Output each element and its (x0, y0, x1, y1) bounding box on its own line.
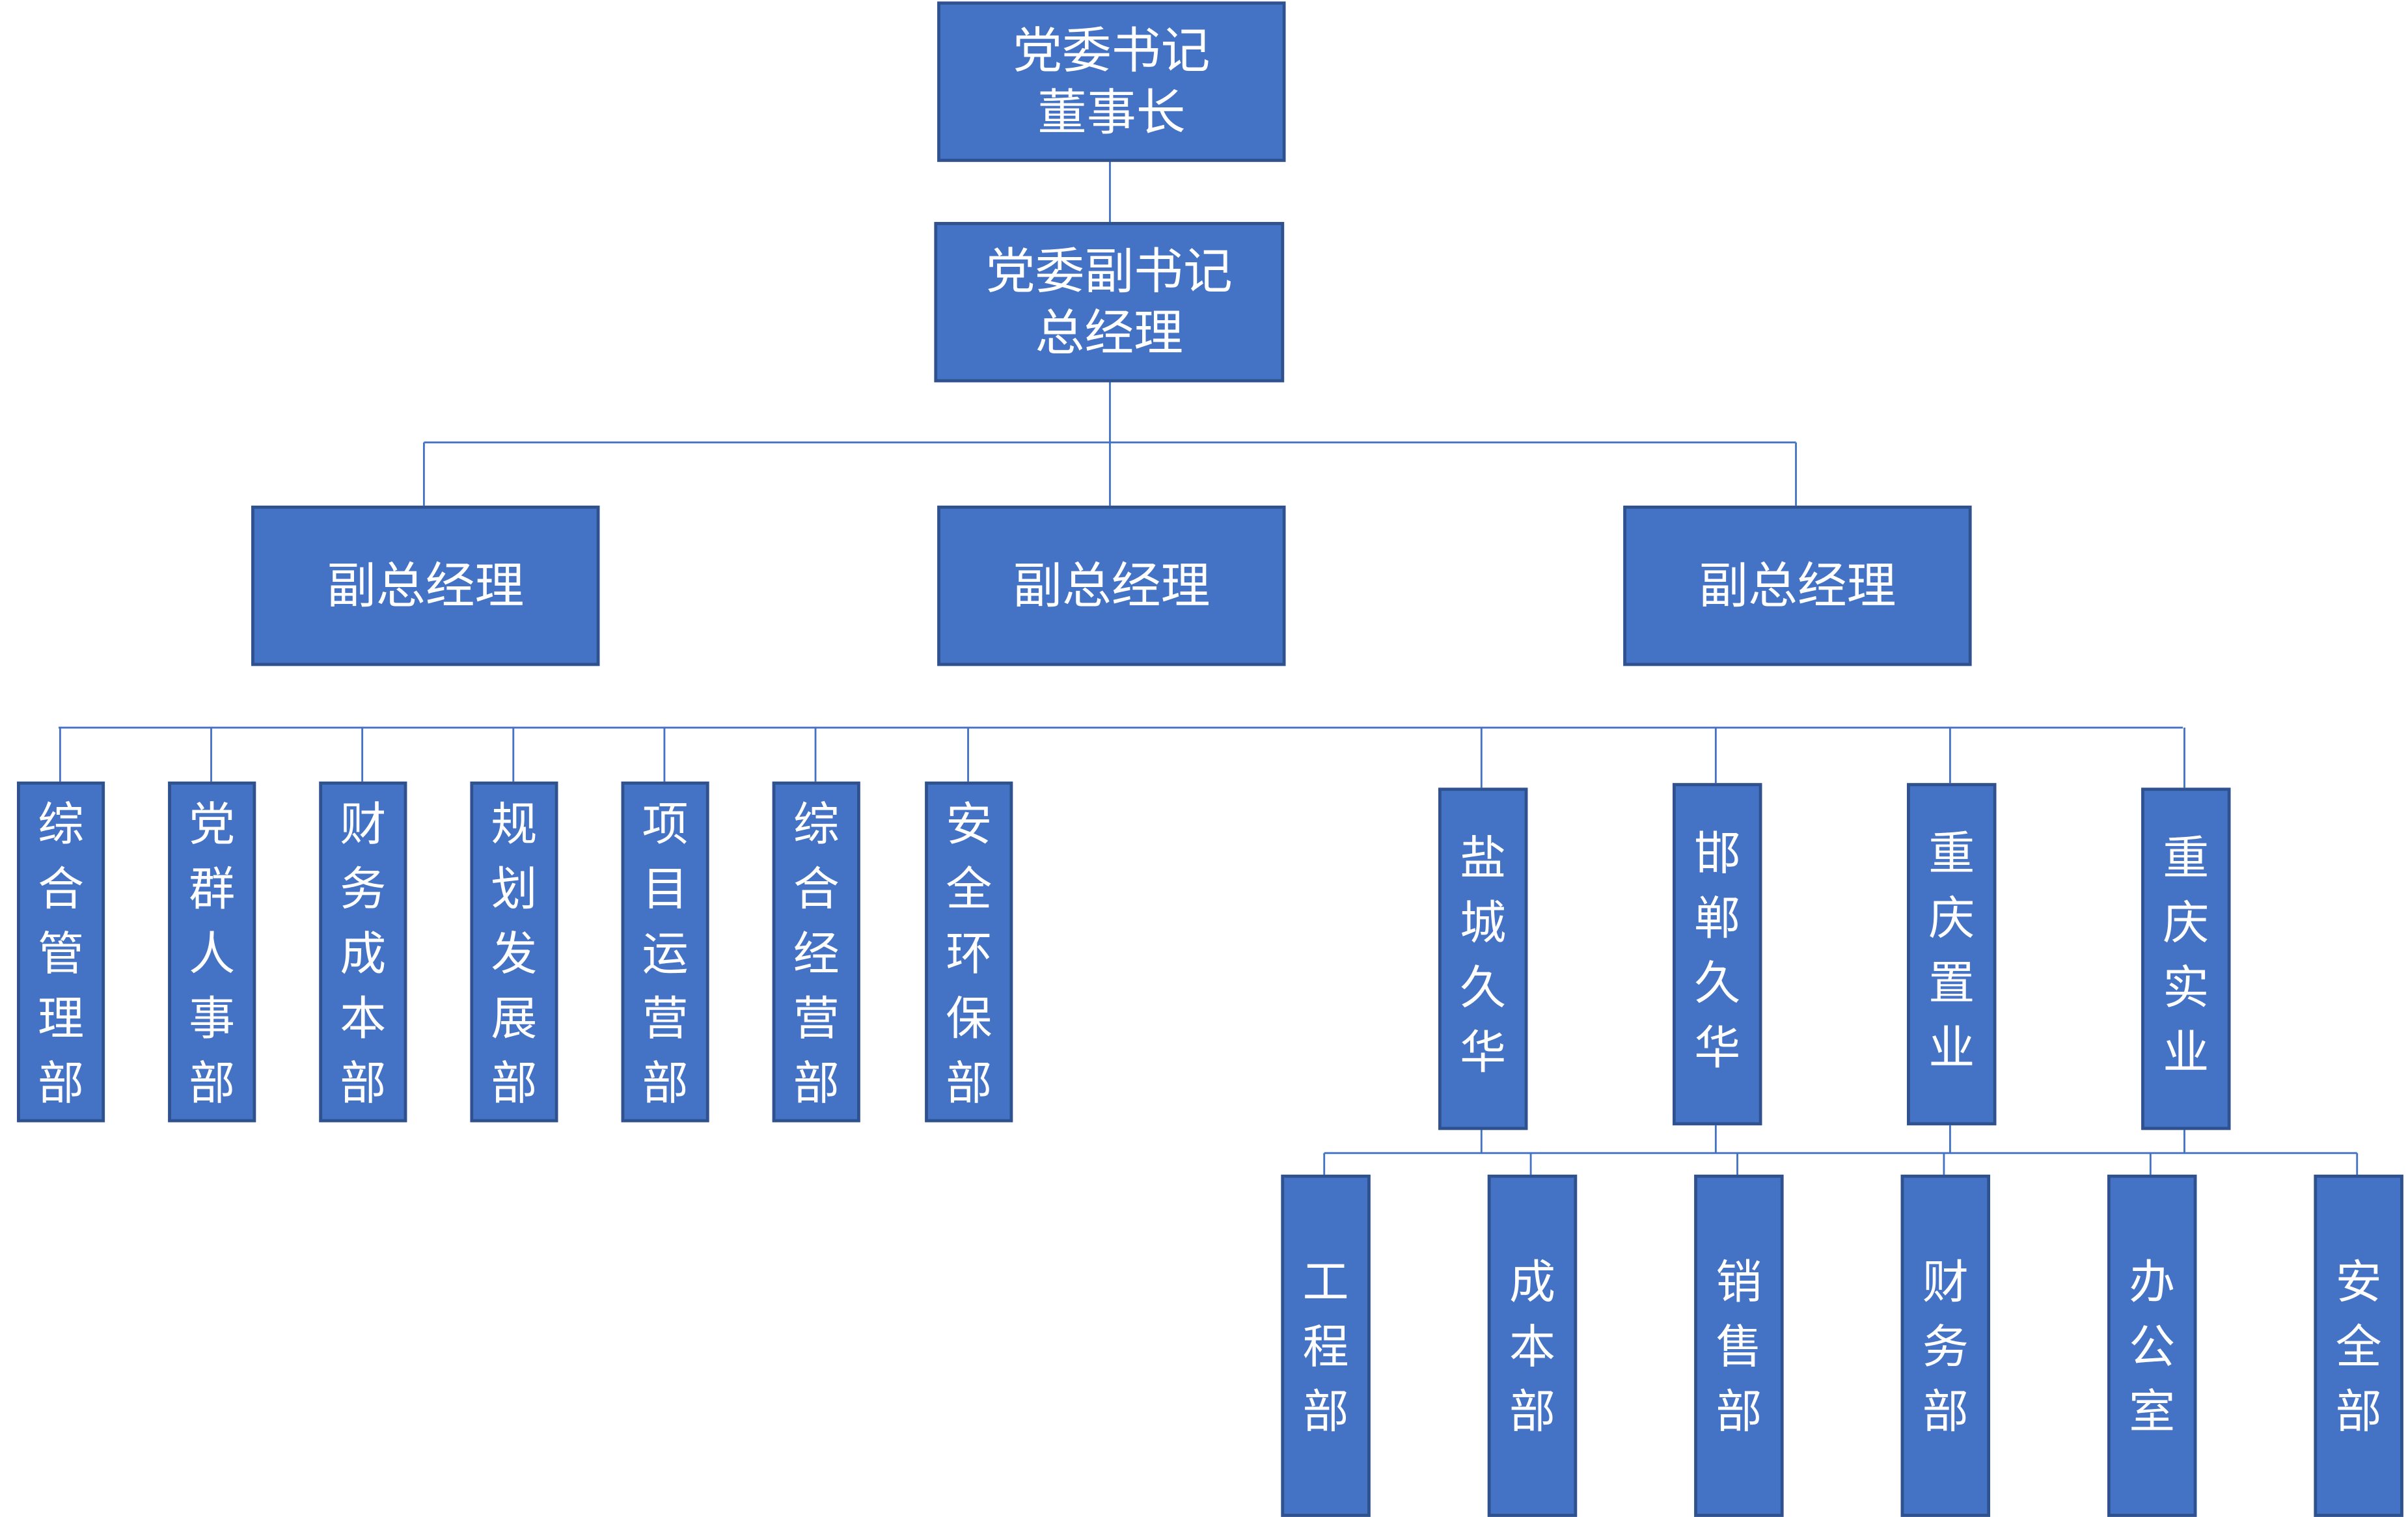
subsidiary-department-box: 办公室 (2107, 1174, 2197, 1517)
subsidiary-box: 盐城久华 (1438, 787, 1528, 1130)
department-box-label: 规划发展部 (491, 798, 538, 1112)
subsidiary-box: 重庆实业 (2141, 787, 2231, 1130)
department-box-label: 项目运营部 (642, 798, 689, 1112)
deputy-manager-box-label: 副总经理 (1699, 556, 1896, 616)
subsidiary-box-label: 重庆置业 (1928, 827, 1975, 1076)
subsidiary-department-box: 工程部 (1281, 1174, 1371, 1517)
subsidiary-department-box-label: 工程部 (1302, 1256, 1349, 1440)
subsidiary-box-label: 重庆实业 (2163, 832, 2210, 1081)
department-box: 规划发展部 (470, 781, 558, 1123)
gm-title: 党委副书记 (985, 241, 1233, 301)
deputy-manager-box: 副总经理 (251, 505, 600, 666)
department-box-label: 综合管理部 (38, 798, 85, 1112)
department-box-label: 党群人事部 (189, 798, 236, 1112)
subsidiary-box: 邯郸久华 (1673, 783, 1762, 1126)
deputy-manager-box: 副总经理 (937, 505, 1286, 666)
gm-role: 总经理 (1035, 303, 1183, 362)
subsidiary-box-label: 邯郸久华 (1694, 827, 1741, 1076)
department-box: 综合管理部 (17, 781, 105, 1123)
department-box-label: 综合经营部 (793, 798, 840, 1112)
deputy-manager-box-label: 副总经理 (1013, 556, 1211, 616)
department-box: 党群人事部 (168, 781, 256, 1123)
department-box-label: 安全环保部 (946, 798, 992, 1112)
subsidiary-box: 重庆置业 (1907, 783, 1997, 1126)
subsidiary-department-box: 安全部 (2314, 1174, 2403, 1517)
chairman-title: 党委书记 (1013, 21, 1211, 81)
subsidiary-department-box: 成本部 (1487, 1174, 1578, 1517)
subsidiary-box-label: 盐城久华 (1460, 832, 1507, 1081)
subsidiary-department-box: 财务部 (1900, 1174, 1990, 1517)
department-box-label: 财务成本部 (340, 798, 387, 1112)
chairman-box: 党委书记 董事长 (937, 1, 1286, 162)
subsidiary-department-box-label: 销售部 (1716, 1256, 1762, 1440)
department-box: 项目运营部 (621, 781, 709, 1123)
department-box: 安全环保部 (925, 781, 1013, 1123)
deputy-manager-box-label: 副总经理 (327, 556, 525, 616)
deputy-manager-box: 副总经理 (1623, 505, 1972, 666)
general-manager-box: 党委副书记 总经理 (934, 222, 1285, 383)
subsidiary-department-box: 销售部 (1694, 1174, 1784, 1517)
subsidiary-department-box-label: 财务部 (1922, 1256, 1969, 1440)
department-box: 财务成本部 (319, 781, 407, 1123)
subsidiary-department-box-label: 成本部 (1509, 1256, 1556, 1440)
subsidiary-department-box-label: 安全部 (2335, 1256, 2382, 1440)
chairman-role: 董事长 (1037, 83, 1186, 142)
department-box: 综合经营部 (772, 781, 860, 1123)
subsidiary-department-box-label: 办公室 (2129, 1256, 2176, 1440)
